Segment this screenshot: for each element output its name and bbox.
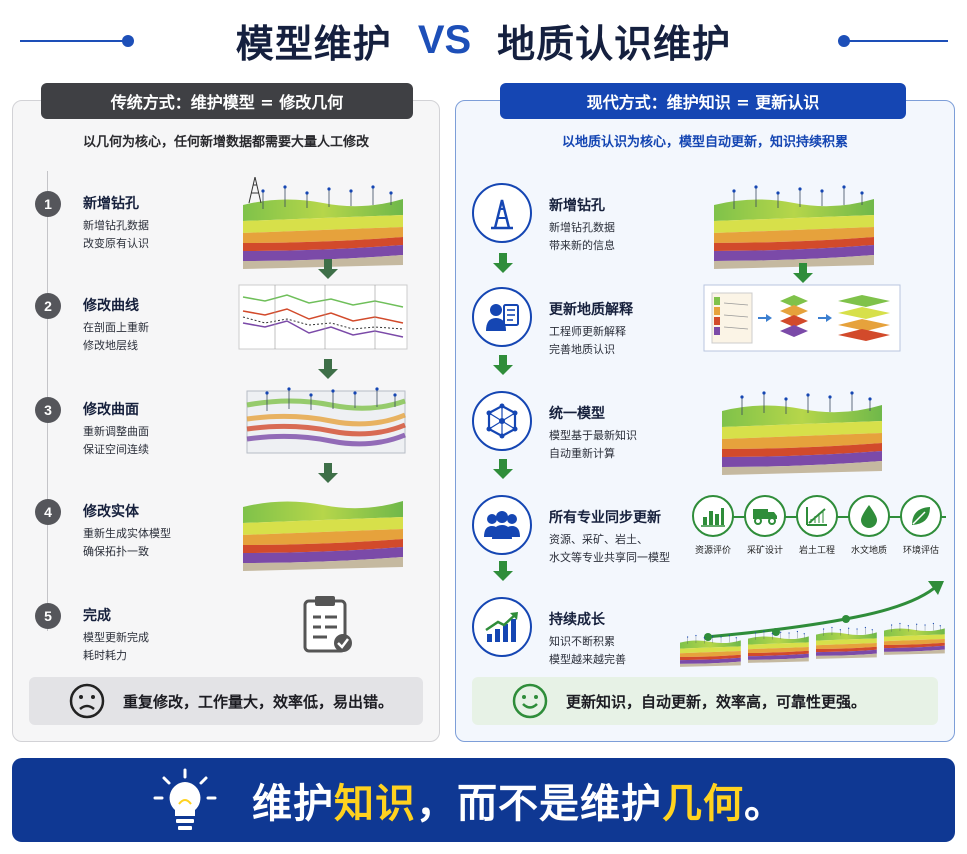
- step-desc: 新增钻孔数据 带来新的信息: [549, 221, 615, 252]
- modern-step-5: 持续成长 知识不断积累 模型越来越完善: [456, 597, 954, 695]
- step-title: 修改曲线: [83, 298, 139, 314]
- slogan-highlight-knowledge: 知识: [334, 781, 416, 827]
- header-dot-right: [838, 35, 850, 47]
- modern-summary-text: 更新知识，自动更新，效率高，可靠性更强。: [566, 692, 867, 711]
- geo-block-with-drill-image: [714, 184, 874, 269]
- step-number: 1: [35, 191, 61, 217]
- step-number: 2: [35, 293, 61, 319]
- down-arrow-icon: [793, 263, 813, 283]
- truck-icon: [744, 495, 786, 537]
- traditional-step-5: 5 完成 模型更新完成 耗时耗力: [13, 601, 439, 691]
- water-drop-icon: [848, 495, 890, 537]
- modern-summary: 更新知识，自动更新，效率高，可靠性更强。: [472, 677, 938, 725]
- header-dot-left: [122, 35, 134, 47]
- traditional-step-3: 3 修改曲面 重新调整曲面 保证空间连续: [13, 395, 439, 485]
- modern-step-3: 统一模型 模型基于最新知识 自动重新计算: [456, 391, 954, 489]
- traditional-tag: 传统方式：维护模型 = 修改几何: [41, 83, 413, 119]
- step-number: 3: [35, 397, 61, 423]
- modern-step-2: 更新地质解释 工程师更新解释 完善地质认识: [456, 287, 954, 385]
- step-desc: 重新调整曲面 保证空间连续: [83, 425, 149, 456]
- modern-panel: 现代方式：维护知识 = 更新认识 以地质认识为核心，模型自动更新，知识持续积累 …: [455, 83, 955, 742]
- interpretation-workflow-image: [703, 284, 901, 352]
- step-title: 持续成长: [549, 612, 605, 628]
- header: 模型维护 VS 地质认识维护: [0, 0, 967, 80]
- discipline-hydro: 水文地质: [844, 495, 894, 556]
- cross-section-curves-image: [238, 284, 408, 350]
- down-arrow-icon: [493, 355, 513, 375]
- modern-step-1: 新增钻孔 新增钻孔数据 带来新的信息: [456, 183, 954, 281]
- drilling-rig-icon: [472, 183, 532, 243]
- bar-chart-icon: [692, 495, 734, 537]
- clipboard-check-icon: [303, 596, 352, 653]
- down-arrow-icon: [318, 259, 338, 279]
- traditional-step-4: 4 修改实体 重新生成实体模型 确保拓扑一致: [13, 497, 439, 587]
- step-desc: 在剖面上重新 修改地层线: [83, 321, 149, 352]
- sad-face-icon: [69, 683, 105, 719]
- lightbulb-icon: [153, 768, 217, 830]
- header-line-right: [843, 40, 948, 42]
- down-arrow-icon: [318, 359, 338, 379]
- traditional-step-2: 2 修改曲线 在剖面上重新 修改地层线: [13, 291, 439, 381]
- down-arrow-icon: [493, 561, 513, 581]
- title-vs: VS: [417, 17, 472, 62]
- modern-step-4: 所有专业同步更新 资源、采矿、岩土、 水文等专业共享同一模型: [456, 495, 954, 593]
- traditional-subtitle: 以几何为核心，任何新增数据都需要大量人工修改: [82, 135, 369, 150]
- slope-chart-icon: [796, 495, 838, 537]
- step-title: 完成: [83, 608, 111, 624]
- solid-model-image: [243, 501, 403, 571]
- growth-blocks-image: [680, 581, 945, 667]
- header-line-left: [20, 40, 125, 42]
- step-number: 4: [35, 499, 61, 525]
- step-desc: 模型更新完成 耗时耗力: [83, 631, 149, 662]
- happy-face-icon: [512, 683, 548, 719]
- step-title: 新增钻孔: [83, 196, 139, 212]
- modern-subtitle: 以地质认识为核心，模型自动更新，知识持续积累: [561, 135, 848, 150]
- traditional-step-1: 1 新增钻孔 新增钻孔数据 改变原有认识: [13, 189, 439, 279]
- geo-block-with-drill-image: [243, 177, 403, 269]
- discipline-label: 岩土工程: [798, 546, 835, 556]
- step-desc: 模型基于最新知识 自动重新计算: [549, 429, 637, 460]
- discipline-mining: 采矿设计: [740, 495, 790, 556]
- discipline-label: 环境评估: [902, 546, 939, 556]
- surfaces-block-image: [246, 386, 406, 454]
- unified-model-image: [722, 390, 882, 475]
- engineer-icon: [472, 287, 532, 347]
- slogan-highlight-geometry: 几何: [662, 781, 744, 827]
- step-desc: 知识不断积累 模型越来越完善: [549, 635, 626, 666]
- step-number: 5: [35, 603, 61, 629]
- step-desc: 重新生成实体模型 确保拓扑一致: [83, 527, 171, 558]
- step-title: 更新地质解释: [549, 302, 633, 318]
- title-right: 地质认识维护: [497, 21, 732, 66]
- discipline-geotech: 岩土工程: [792, 495, 842, 556]
- down-arrow-icon: [493, 459, 513, 479]
- discipline-label: 采矿设计: [746, 546, 783, 556]
- slogan-banner: 维护知识，而不是维护几何。: [12, 758, 955, 842]
- step-title: 新增钻孔: [549, 198, 605, 214]
- step-desc: 新增钻孔数据 改变原有认识: [83, 219, 149, 250]
- step-title: 统一模型: [549, 406, 605, 422]
- traditional-summary: 重复修改，工作量大，效率低，易出错。: [29, 677, 423, 725]
- step-title: 所有专业同步更新: [549, 510, 661, 526]
- leaf-icon: [900, 495, 942, 537]
- step-title: 修改实体: [83, 504, 139, 520]
- growth-chart-icon: [472, 597, 532, 657]
- page-title: 模型维护 VS 地质认识维护: [150, 12, 817, 68]
- slogan-text: 维护知识，而不是维护几何。: [252, 772, 785, 828]
- discipline-label: 水文地质: [850, 546, 887, 556]
- team-icon: [472, 495, 532, 555]
- title-left: 模型维护: [235, 21, 392, 66]
- discipline-environment: 环境评估: [896, 495, 946, 556]
- cube-network-icon: [472, 391, 532, 451]
- down-arrow-icon: [493, 253, 513, 273]
- step-desc: 工程师更新解释 完善地质认识: [549, 325, 626, 356]
- step-desc: 资源、采矿、岩土、 水文等专业共享同一模型: [549, 533, 670, 564]
- traditional-summary-text: 重复修改，工作量大，效率低，易出错。: [123, 692, 394, 711]
- modern-tag: 现代方式：维护知识 = 更新认识: [500, 83, 906, 119]
- step-title: 修改曲面: [83, 402, 139, 418]
- discipline-resource: 资源评价: [688, 495, 738, 556]
- traditional-panel: 传统方式：维护模型 = 修改几何 以几何为核心，任何新增数据都需要大量人工修改 …: [12, 83, 440, 742]
- discipline-label: 资源评价: [694, 546, 731, 556]
